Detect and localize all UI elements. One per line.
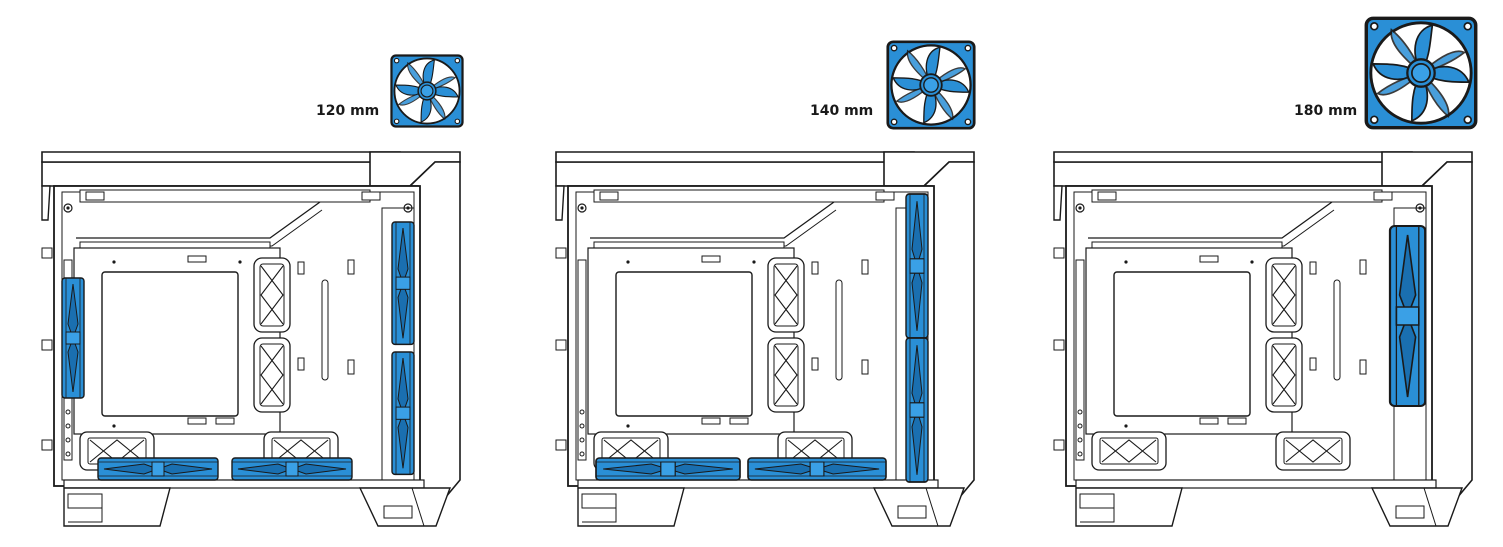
fan-icon [886, 40, 976, 130]
front-fan-mount [905, 193, 929, 339]
bottom-fan-mount [747, 457, 887, 481]
fan-size-label: 140 mm [810, 103, 874, 119]
front-fan-mount [905, 337, 929, 483]
rear-fan-mount [61, 277, 85, 399]
bottom-fan-mount [231, 457, 353, 481]
front-fan-mount [391, 351, 415, 476]
fan-size-label: 120 mm [316, 103, 380, 119]
pc-case-diagram-icon [41, 151, 461, 527]
pc-case-diagram-icon [1053, 151, 1473, 527]
bottom-fan-mount [595, 457, 741, 481]
front-fan-mount [391, 221, 415, 346]
pc-case-diagram-icon [555, 151, 975, 527]
fan-icon [390, 54, 464, 128]
fan-size-label: 180 mm [1294, 103, 1358, 119]
fan-icon [1364, 16, 1478, 130]
front-fan-mount [1388, 224, 1427, 408]
bottom-fan-mount [97, 457, 219, 481]
